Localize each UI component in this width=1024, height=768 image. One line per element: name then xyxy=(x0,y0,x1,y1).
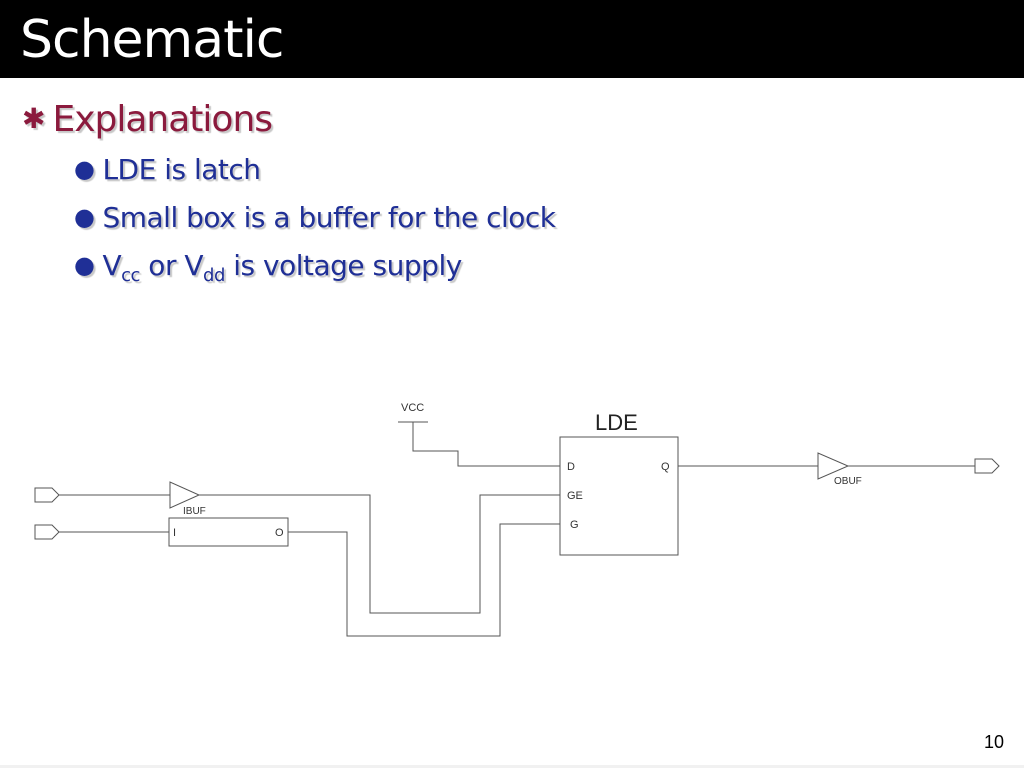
voltage-symbol: V xyxy=(184,249,204,282)
voltage-symbol: V xyxy=(102,249,122,282)
latch-box xyxy=(559,436,679,556)
clock-buffer-box xyxy=(168,517,289,547)
latch-pin-q: Q xyxy=(661,461,670,473)
page-number: 10 xyxy=(983,732,1004,752)
voltage-subscript: dd xyxy=(203,265,225,286)
bullet-item: ●LDE is latch xyxy=(74,152,261,189)
latch-name: LDE xyxy=(595,410,638,435)
vcc-label: VCC xyxy=(401,402,424,414)
clock-buffer-pin-i: I xyxy=(173,527,176,539)
bullet-heading-text: Explanations xyxy=(52,99,273,140)
bullet-heading: ✱Explanations xyxy=(22,96,273,146)
footer-divider xyxy=(0,765,1024,768)
latch-pin-ge: GE xyxy=(567,490,583,502)
latch-pin-d: D xyxy=(567,461,575,473)
bullet-item: ●Small box is a buffer for the clock xyxy=(74,200,556,237)
bullet-item-text: LDE is latch xyxy=(102,153,261,186)
latch-pin-g: G xyxy=(570,519,579,531)
bullet-item-text: Small box is a buffer for the clock xyxy=(102,201,556,234)
output-port xyxy=(974,458,1000,474)
dot-bullet-icon: ● xyxy=(74,251,95,279)
title-bar: Schematic xyxy=(0,0,1024,78)
clock-buffer-pin-o: O xyxy=(275,527,284,539)
input-port-2 xyxy=(34,524,60,540)
ibuf-to-ge-wire xyxy=(199,494,560,614)
bullet-item: ●Vcc or Vdd is voltage supply xyxy=(74,248,462,285)
clock-buffer-to-g-wire xyxy=(288,523,560,637)
asterisk-bullet-icon: ✱ xyxy=(22,102,45,135)
ibuf-symbol xyxy=(169,481,201,509)
vcc-wire xyxy=(412,422,560,467)
dot-bullet-icon: ● xyxy=(74,203,95,231)
ibuf-label: IBUF xyxy=(183,506,206,517)
bullet-item-text: is voltage supply xyxy=(224,249,462,282)
input-port-1 xyxy=(34,487,60,503)
voltage-subscript: cc xyxy=(121,265,140,286)
slide-title: Schematic xyxy=(20,10,284,70)
bullet-item-text: or xyxy=(139,249,185,282)
obuf-symbol xyxy=(817,452,850,480)
dot-bullet-icon: ● xyxy=(74,155,95,183)
obuf-label: OBUF xyxy=(834,476,862,487)
